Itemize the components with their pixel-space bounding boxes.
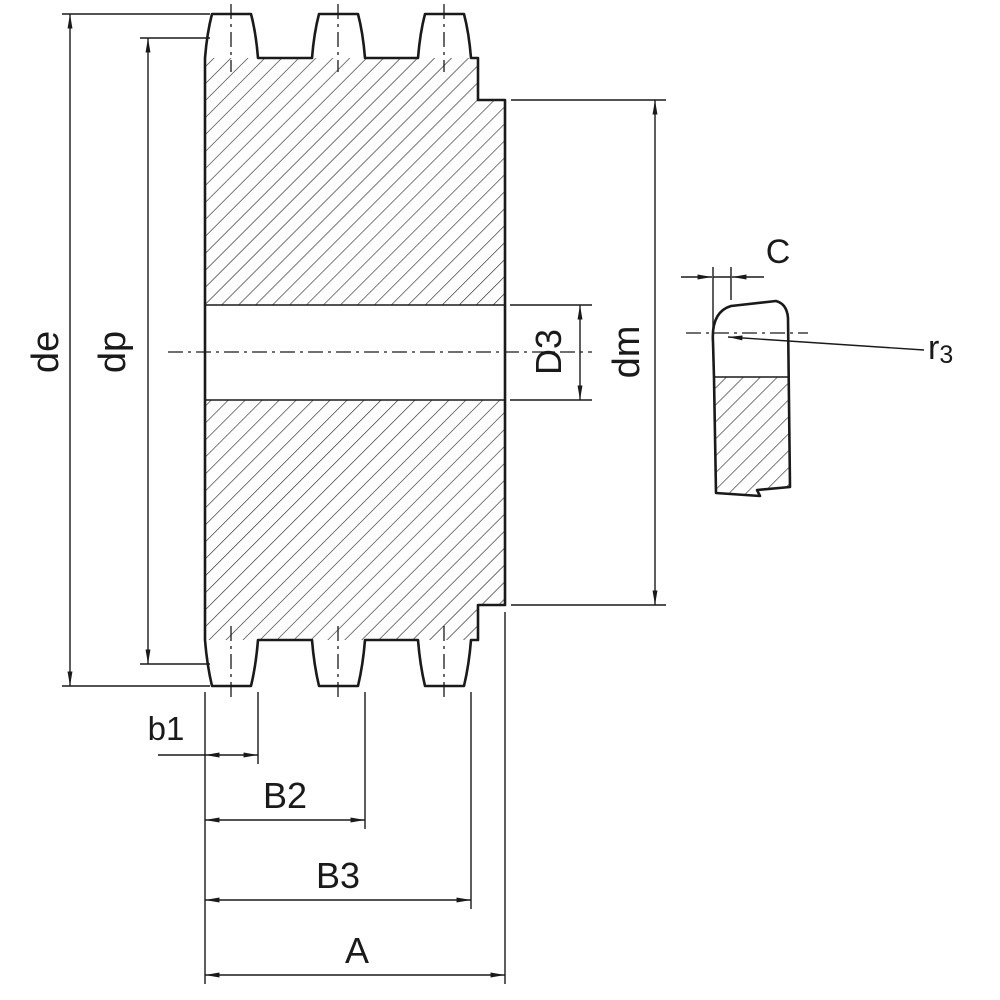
dimension-D3: D3 [510, 304, 592, 401]
dimension-C: C [681, 233, 790, 336]
dimension-B3: B3 [205, 855, 471, 903]
front-section-view [168, 4, 592, 698]
label-b1: b1 [148, 710, 185, 747]
dimension-b1: b1 [148, 710, 258, 758]
label-C: C [766, 233, 791, 271]
label-D3: D3 [528, 329, 569, 375]
dimension-widths: b1 B2 B3 A [148, 612, 506, 984]
dimension-de: de [25, 13, 210, 687]
label-B2: B2 [263, 775, 307, 816]
dimension-dm: dm [511, 99, 666, 606]
dimension-B2: B2 [205, 775, 365, 823]
dimension-A: A [205, 930, 505, 978]
label-de: de [25, 331, 67, 373]
hatched-upper-body [205, 58, 505, 305]
leader-line [727, 335, 925, 351]
hatched-lower-body [205, 400, 505, 640]
hatched-tooth-base [714, 377, 790, 496]
tooth-profile-view: C r3 [681, 233, 953, 498]
label-dm: dm [606, 326, 648, 379]
tooth-profile-outline [711, 299, 792, 498]
dimension-dp: dp [92, 37, 210, 665]
label-A: A [345, 930, 369, 971]
sprocket-body-outline [203, 12, 507, 688]
label-dp: dp [92, 331, 134, 373]
label-r3: r3 [928, 329, 953, 369]
dimension-r3: r3 [727, 329, 953, 369]
label-B3: B3 [316, 855, 360, 896]
